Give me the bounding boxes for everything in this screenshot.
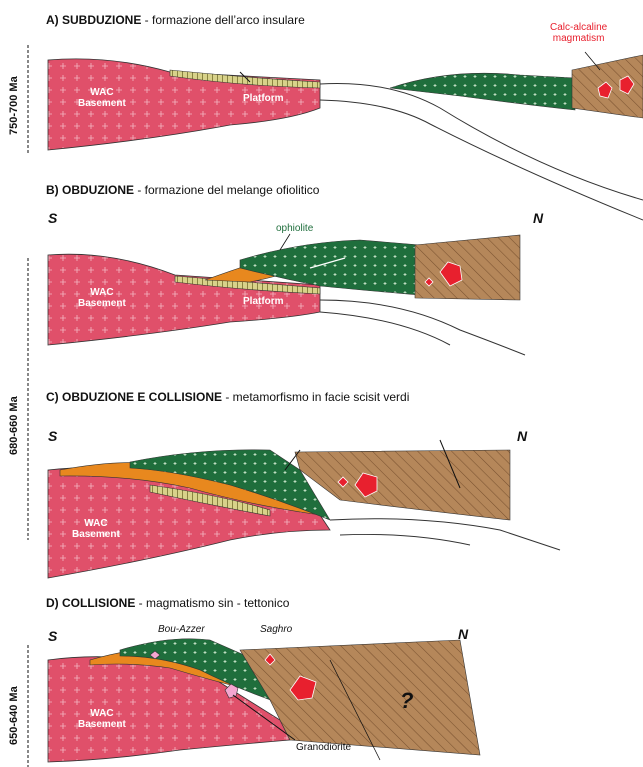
- panel-b-title: B) OBDUZIONE - formazione del melange of…: [46, 183, 319, 197]
- panel-b-platform-label: Platform: [243, 296, 284, 307]
- panel-b-north: N: [533, 210, 543, 226]
- calc-alcaline-label: Calc-alcaline magmatism: [550, 22, 607, 44]
- panel-b-wac-line1: WAC: [78, 287, 126, 298]
- panel-a-subtitle: - formazione dell’arco insulare: [141, 13, 304, 27]
- panel-a-wac-label: WAC Basement: [78, 87, 126, 109]
- panel-d-title-main: D) COLLISIONE: [46, 596, 135, 610]
- calc-alcaline-line2: magmatism: [550, 33, 607, 44]
- panel-c-slab: [330, 519, 560, 550]
- panel-d-wac-line1: WAC: [78, 708, 126, 719]
- panel-c-wac-label: WAC Basement: [72, 518, 120, 540]
- panel-a-oceanic-crust: [390, 73, 575, 110]
- panel-c-wac-line1: WAC: [72, 518, 120, 529]
- panel-d-question-mark: ?: [400, 688, 413, 714]
- panel-a-age: 750-700 Ma: [8, 76, 20, 135]
- panel-c-wac-line2: Basement: [72, 529, 120, 540]
- panel-c-south: S: [48, 428, 57, 444]
- panel-d-title: D) COLLISIONE - magmatismo sin - tettoni…: [46, 596, 289, 610]
- panel-d-age: 650-640 Ma: [8, 686, 20, 745]
- panel-a-wac-line2: Basement: [78, 98, 126, 109]
- panel-b-south: S: [48, 210, 57, 226]
- panel-c-title: C) OBDUZIONE E COLLISIONE - metamorfismo…: [46, 390, 409, 404]
- panel-bc-age: 680-660 Ma: [8, 396, 20, 455]
- panel-c-title-main: C) OBDUZIONE E COLLISIONE: [46, 390, 222, 404]
- ophiolite-label: ophiolite: [276, 223, 313, 234]
- panel-a-wac-line1: WAC: [78, 87, 126, 98]
- granodiorite-label: Granodiorite: [296, 742, 351, 753]
- panel-b-slab: [320, 300, 525, 355]
- panel-c-north: N: [517, 428, 527, 444]
- panel-c-arc: [295, 450, 510, 520]
- panel-b-wac-label: WAC Basement: [78, 287, 126, 309]
- panel-a-platform-label: Platform: [243, 93, 284, 104]
- bou-azzer-label: Bou-Azzer: [158, 624, 205, 635]
- panel-b-wac-line2: Basement: [78, 298, 126, 309]
- panel-b-subtitle: - formazione del melange ofiolitico: [134, 183, 319, 197]
- panel-c-section: [48, 440, 560, 578]
- panel-a-title: A) SUBDUZIONE - formazione dell’arco ins…: [46, 13, 305, 27]
- panel-d-subtitle: - magmatismo sin - tettonico: [135, 596, 289, 610]
- panel-a-slab-bottom: [320, 100, 643, 220]
- panel-c-subtitle: - metamorfismo in facie scisit verdi: [222, 390, 409, 404]
- panel-a-title-main: A) SUBDUZIONE: [46, 13, 141, 27]
- panel-d-wac-line2: Basement: [78, 719, 126, 730]
- panel-b-ophiolite-pointer: [280, 234, 290, 250]
- panel-d-north: N: [458, 626, 468, 642]
- saghro-label: Saghro: [260, 624, 292, 635]
- panel-d-south: S: [48, 628, 57, 644]
- calc-alcaline-line1: Calc-alcaline: [550, 22, 607, 33]
- panel-b-title-main: B) OBDUZIONE: [46, 183, 134, 197]
- panel-d-wac-label: WAC Basement: [78, 708, 126, 730]
- panel-b-arc: [415, 235, 520, 300]
